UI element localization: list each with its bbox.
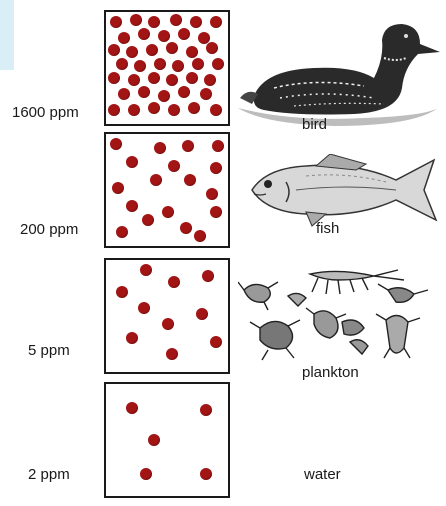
particle-dot [128,104,140,116]
particle-dot [138,86,150,98]
particle-dot [206,42,218,54]
particle-dot [116,286,128,298]
particle-dot [112,182,124,194]
particle-dot [200,468,212,480]
plankton-icon [238,266,440,362]
particle-dot [110,138,122,150]
sample-box-fish [104,132,230,248]
particle-dot [108,104,120,116]
particle-dot [210,206,222,218]
particle-dot [148,16,160,28]
sample-box-water [104,382,230,498]
organism-label-fish: fish [316,220,339,237]
particle-dot [172,60,184,72]
particle-dot [158,90,170,102]
particle-dot [130,14,142,26]
particle-dot [148,434,160,446]
organism-label-plankton: plankton [302,364,359,381]
particle-dot [140,468,152,480]
particle-dot [166,42,178,54]
particle-dot [170,14,182,26]
particle-dot [148,102,160,114]
fish-icon [246,154,442,228]
particle-dot [126,332,138,344]
particle-dot [212,140,224,152]
particle-dot [168,160,180,172]
particle-dot [118,88,130,100]
particle-dot [206,188,218,200]
particle-dot [138,28,150,40]
particle-dot [126,46,138,58]
particle-dot [116,226,128,238]
particle-dot [182,140,194,152]
particle-dot [210,336,222,348]
bird-icon [234,18,442,126]
particle-dot [128,74,140,86]
particle-dot [188,102,200,114]
concentration-label-water: 2 ppm [28,466,70,483]
decorative-corner-mark [0,0,14,70]
particle-dot [154,142,166,154]
particle-dot [210,16,222,28]
particle-dot [178,86,190,98]
particle-dot [190,16,202,28]
particle-dot [108,44,120,56]
particle-dot [210,162,222,174]
particle-dot [212,58,224,70]
particle-dot [108,72,120,84]
particle-dot [194,230,206,242]
particle-dot [162,206,174,218]
particle-dot [180,222,192,234]
concentration-label-plankton: 5 ppm [28,342,70,359]
organism-label-bird: bird [302,116,327,133]
particle-dot [140,264,152,276]
particle-dot [202,270,214,282]
particle-dot [166,348,178,360]
organism-label-water: water [304,466,341,483]
particle-dot [186,72,198,84]
particle-dot [200,404,212,416]
particle-dot [200,88,212,100]
particle-dot [168,104,180,116]
sample-box-bird [104,10,230,126]
particle-dot [150,174,162,186]
particle-dot [166,74,178,86]
particle-dot [138,302,150,314]
particle-dot [210,104,222,116]
particle-dot [126,156,138,168]
particle-dot [118,32,130,44]
concentration-label-fish: 200 ppm [20,221,78,238]
particle-dot [204,74,216,86]
particle-dot [154,58,166,70]
particle-dot [116,58,128,70]
particle-dot [162,318,174,330]
particle-dot [126,200,138,212]
particle-dot [134,60,146,72]
particle-dot [184,174,196,186]
particle-dot [186,46,198,58]
particle-dot [168,276,180,288]
particle-dot [178,28,190,40]
particle-dot [192,58,204,70]
particle-dot [126,402,138,414]
particle-dot [148,72,160,84]
concentration-label-bird: 1600 ppm [12,104,79,121]
particle-dot [110,16,122,28]
particle-dot [146,44,158,56]
particle-dot [158,30,170,42]
particle-dot [142,214,154,226]
particle-dot [196,308,208,320]
sample-box-plankton [104,258,230,374]
